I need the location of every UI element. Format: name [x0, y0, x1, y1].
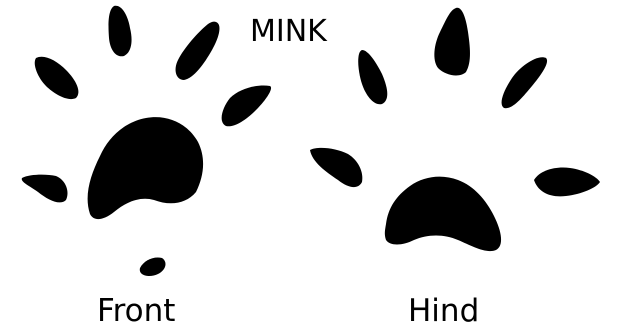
hind-paw-print [310, 8, 600, 251]
hind-toe-top [434, 8, 470, 76]
front-toe-upper-left [35, 57, 79, 99]
front-paw-label: Front [97, 296, 175, 327]
front-toe-left [22, 175, 68, 203]
front-toe-right [222, 86, 271, 127]
front-toe-upper-right [176, 22, 220, 80]
front-paw-print [22, 6, 271, 276]
front-pad-small [140, 257, 166, 276]
hind-paw-label: Hind [408, 296, 479, 327]
hind-toe-left [310, 148, 362, 187]
front-toe-top [109, 6, 132, 57]
hind-pad-main [385, 177, 501, 251]
hind-toe-upper-right [502, 57, 547, 108]
diagram-title: MINK [250, 17, 327, 47]
hind-toe-upper-left [358, 50, 387, 104]
front-pad-main [88, 117, 203, 219]
hind-toe-right [534, 168, 600, 197]
